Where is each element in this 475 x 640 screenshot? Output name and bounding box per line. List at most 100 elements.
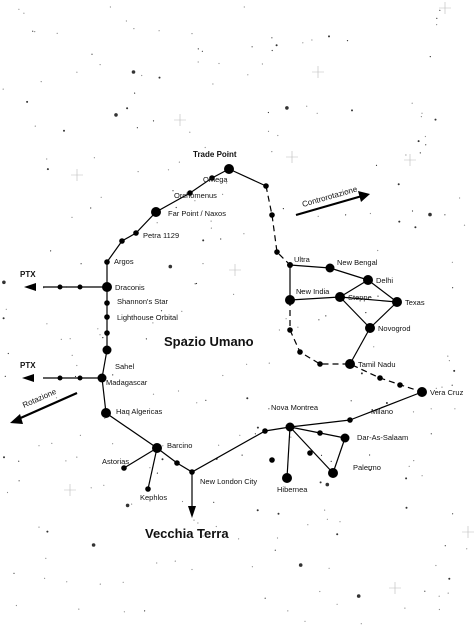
label-orchomenus: Orchomenus bbox=[174, 191, 217, 200]
background-star bbox=[306, 105, 308, 107]
background-star bbox=[191, 568, 193, 571]
background-star bbox=[76, 71, 78, 73]
background-star bbox=[205, 399, 207, 401]
background-star bbox=[452, 513, 454, 515]
background-star bbox=[434, 118, 437, 121]
background-star bbox=[18, 480, 20, 482]
label-trade-point: Trade Point bbox=[193, 150, 237, 159]
background-star bbox=[271, 49, 273, 52]
background-star bbox=[202, 263, 204, 265]
background-star bbox=[404, 607, 406, 609]
system-nodes bbox=[57, 164, 427, 492]
label-palermo: Palermo bbox=[353, 463, 381, 472]
background-star bbox=[414, 226, 417, 229]
background-star bbox=[6, 491, 9, 494]
background-star bbox=[218, 62, 220, 65]
background-star bbox=[261, 63, 263, 65]
background-star bbox=[124, 463, 126, 465]
background-star bbox=[76, 456, 78, 458]
background-star bbox=[32, 30, 34, 32]
background-star bbox=[238, 538, 240, 540]
background-star bbox=[122, 581, 124, 583]
label-texas: Texas bbox=[405, 298, 425, 307]
label-ptx-lower: PTX bbox=[20, 361, 36, 370]
label-dar-as-salaam: Dar-As-Salaam bbox=[357, 433, 408, 442]
background-star bbox=[325, 482, 330, 487]
background-star bbox=[454, 408, 456, 410]
background-star bbox=[369, 469, 372, 471]
background-star bbox=[282, 208, 284, 210]
sparkle-star bbox=[71, 169, 83, 181]
background-star bbox=[405, 154, 407, 156]
background-star bbox=[444, 545, 446, 547]
sparkle-star bbox=[286, 151, 298, 163]
background-star bbox=[123, 611, 125, 613]
background-star bbox=[453, 369, 456, 372]
background-star bbox=[78, 608, 80, 610]
background-star bbox=[109, 6, 111, 8]
background-star bbox=[167, 169, 170, 171]
background-star bbox=[102, 337, 104, 339]
label-petra: Petra 1129 bbox=[143, 231, 179, 240]
background-star bbox=[222, 193, 224, 195]
background-star bbox=[34, 31, 36, 33]
background-star bbox=[424, 590, 426, 592]
background-star bbox=[194, 283, 196, 285]
background-star bbox=[97, 328, 99, 330]
background-star bbox=[444, 214, 446, 216]
background-star bbox=[156, 472, 158, 474]
background-star bbox=[424, 135, 426, 138]
background-star bbox=[328, 567, 330, 569]
background-star bbox=[319, 590, 321, 593]
background-star bbox=[377, 249, 379, 252]
background-star bbox=[435, 387, 437, 389]
background-star bbox=[90, 487, 92, 489]
node-madagascar bbox=[97, 373, 107, 383]
background-star bbox=[264, 597, 266, 599]
background-star bbox=[436, 24, 438, 26]
background-star bbox=[336, 603, 338, 605]
background-star bbox=[74, 375, 77, 378]
background-star bbox=[125, 20, 127, 22]
background-star bbox=[466, 548, 468, 550]
background-star bbox=[38, 526, 40, 528]
background-star bbox=[304, 620, 306, 622]
background-star bbox=[439, 9, 441, 11]
background-star bbox=[196, 402, 198, 404]
background-star bbox=[277, 134, 279, 137]
background-star bbox=[160, 310, 163, 312]
background-star bbox=[126, 107, 129, 110]
background-star bbox=[136, 127, 138, 129]
background-star bbox=[158, 30, 160, 32]
system-labels: Trade Point Omega Orchomenus Far Point /… bbox=[102, 150, 464, 502]
node-palermo bbox=[328, 468, 338, 478]
background-star bbox=[369, 454, 371, 456]
background-star bbox=[174, 560, 176, 562]
background-starfield bbox=[2, 2, 474, 625]
label-new-india: New India bbox=[296, 287, 330, 296]
background-star bbox=[4, 375, 6, 377]
background-star bbox=[369, 212, 371, 215]
node-steppe bbox=[335, 292, 345, 302]
background-star bbox=[144, 610, 146, 612]
label-kephlos: Kephlos bbox=[140, 493, 167, 502]
background-star bbox=[256, 426, 259, 429]
background-star bbox=[112, 374, 114, 376]
background-star bbox=[40, 81, 42, 83]
background-star bbox=[276, 537, 279, 539]
node-texas bbox=[392, 297, 402, 307]
sparkle-star bbox=[64, 484, 76, 496]
background-star bbox=[218, 444, 220, 446]
background-star bbox=[421, 112, 423, 114]
background-star bbox=[225, 182, 228, 184]
background-star bbox=[435, 564, 437, 567]
background-star bbox=[336, 533, 339, 536]
background-star bbox=[158, 76, 161, 79]
background-star bbox=[141, 74, 143, 77]
label-barcino: Barcino bbox=[167, 441, 192, 450]
background-star bbox=[90, 207, 92, 209]
background-star bbox=[420, 116, 422, 118]
background-star bbox=[26, 100, 29, 103]
background-star bbox=[99, 64, 101, 66]
background-star bbox=[156, 562, 158, 564]
